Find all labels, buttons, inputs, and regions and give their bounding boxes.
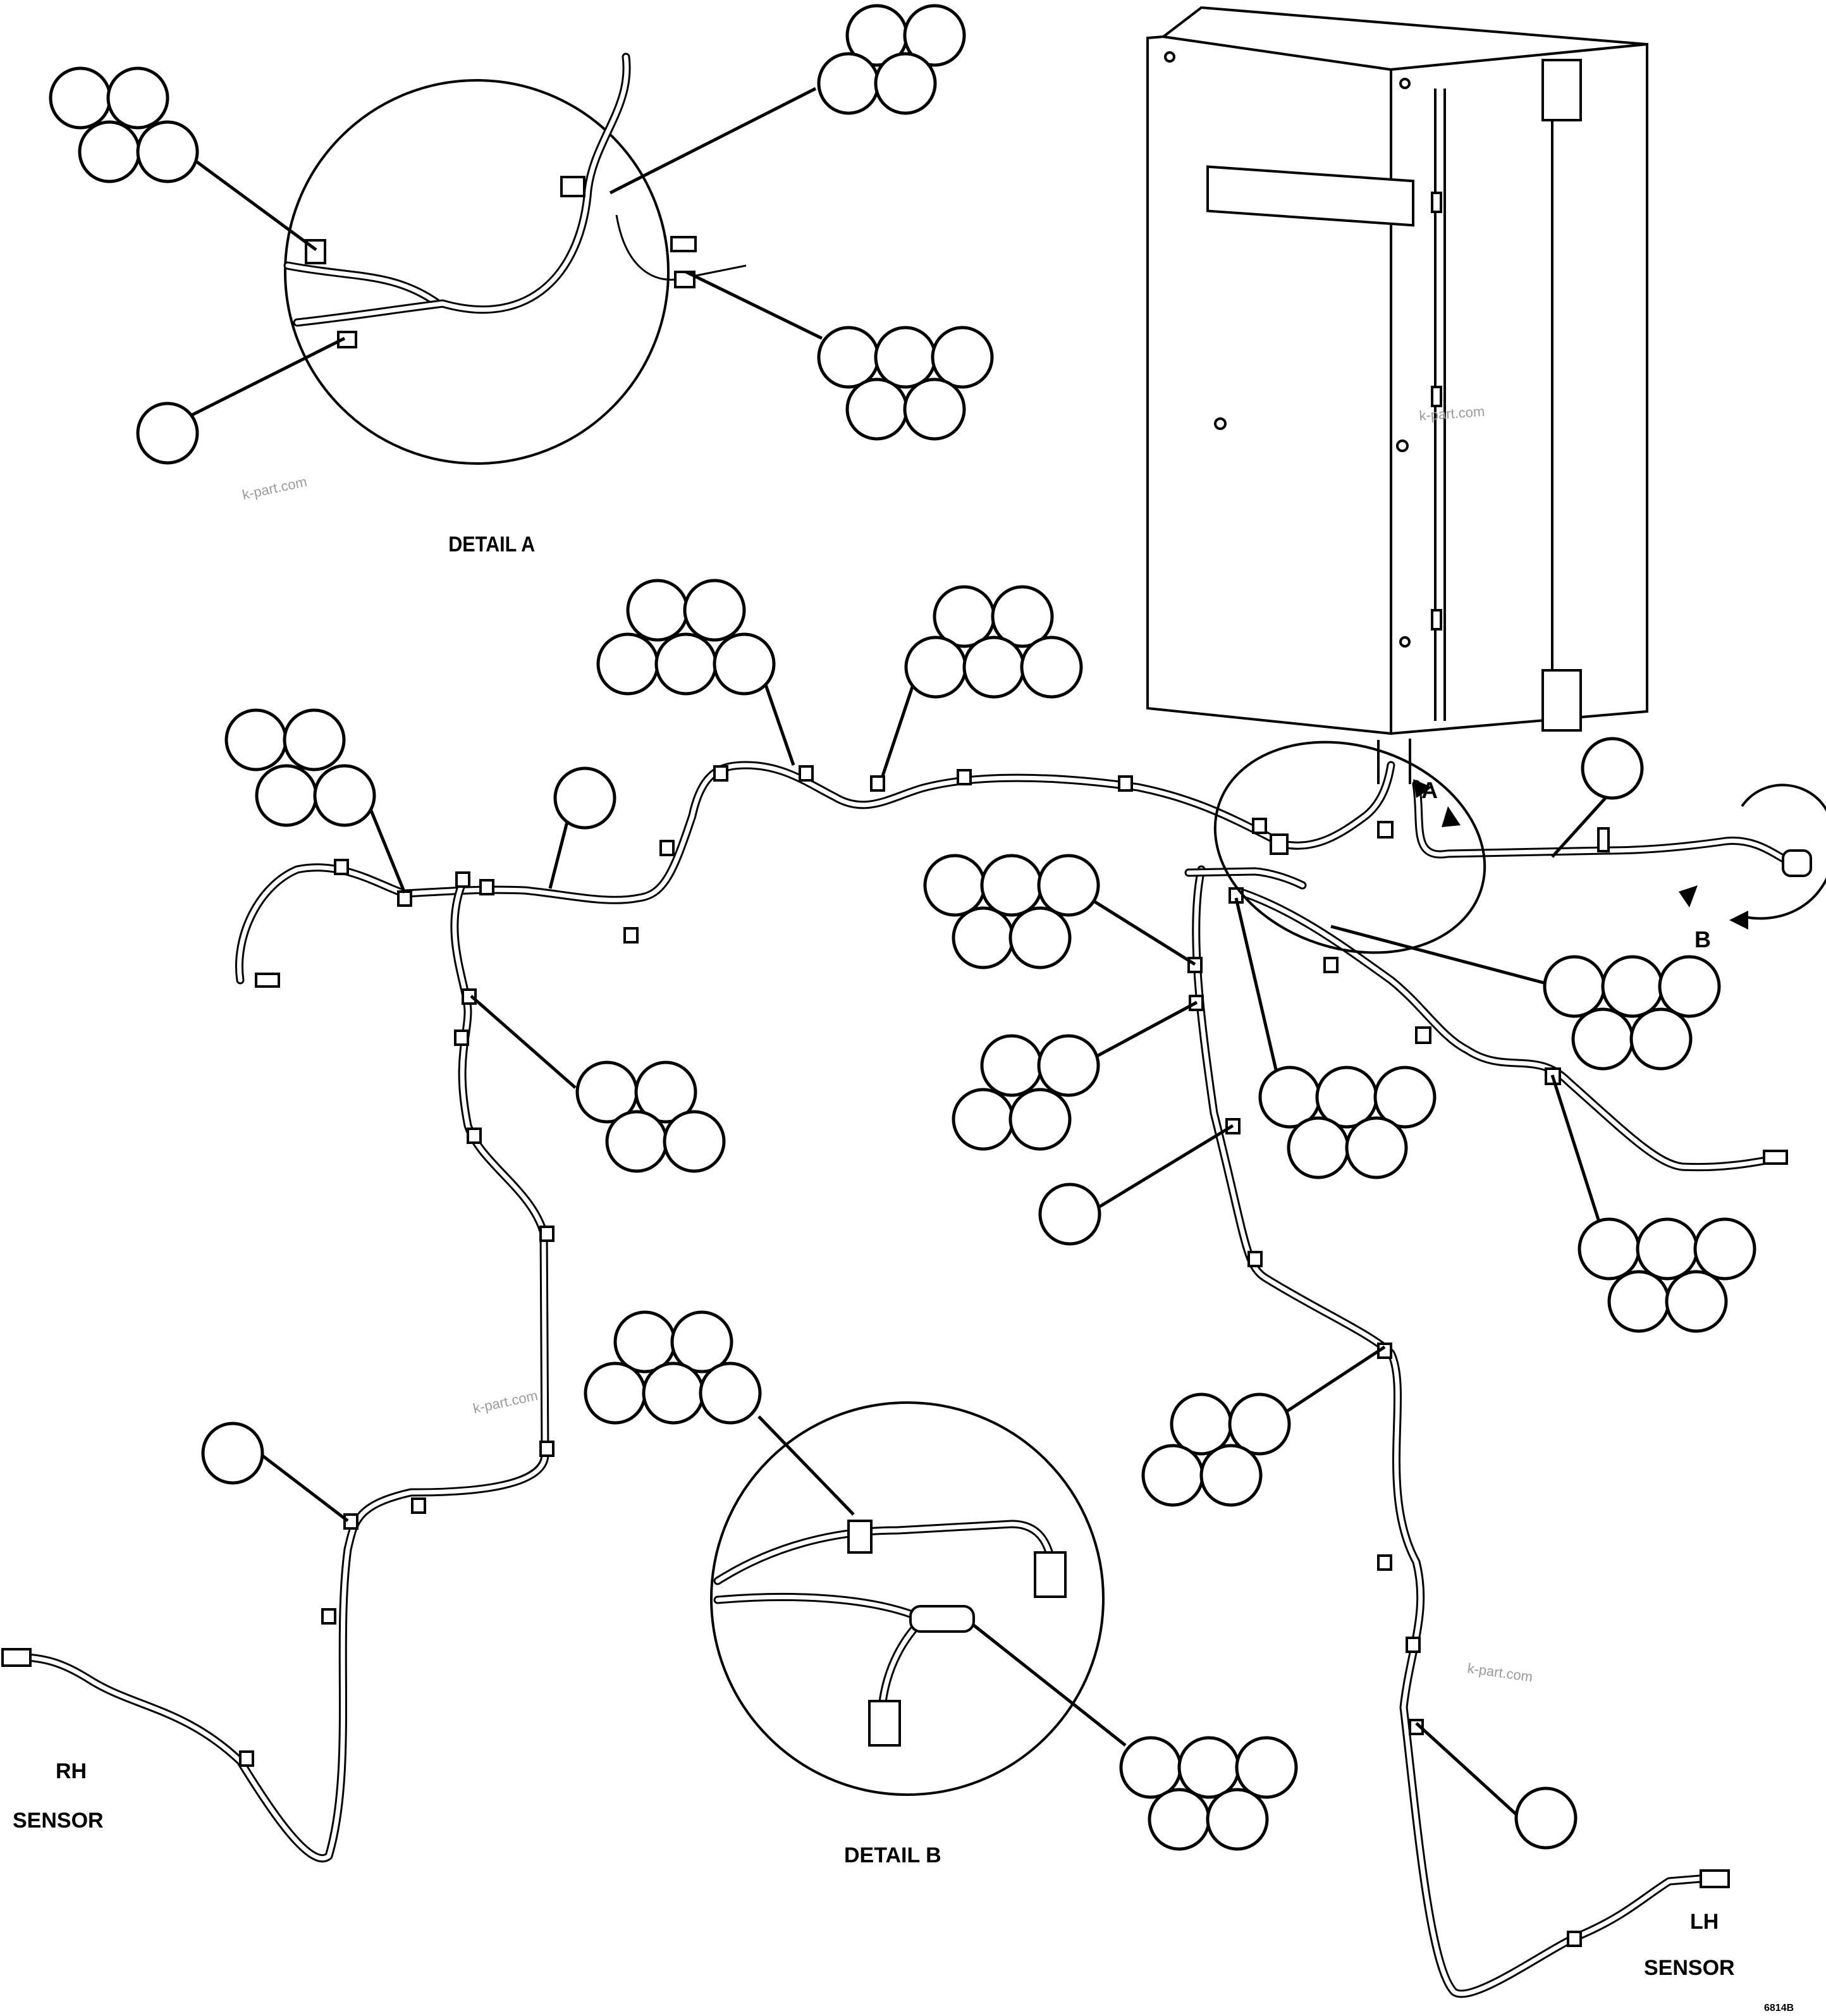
- lh-label: LH: [1690, 1910, 1719, 1934]
- detail-b-reference-arc: [1741, 784, 1826, 920]
- callout-single: [136, 402, 199, 465]
- callout-cluster: [817, 326, 994, 441]
- callout-cluster: [1578, 1217, 1756, 1333]
- callout-cluster: [584, 1310, 762, 1425]
- callout-single: [201, 1422, 264, 1485]
- callout-cluster: [1119, 1736, 1298, 1851]
- callout-cluster: [952, 1034, 1100, 1151]
- rh-sensor-label: SENSOR: [13, 1809, 104, 1833]
- callout-cluster: [575, 1060, 726, 1173]
- lh-sensor-label: SENSOR: [1644, 1956, 1735, 1980]
- callout-cluster: [1543, 955, 1721, 1071]
- callout-cluster: [904, 585, 1083, 699]
- callout-cluster: [817, 4, 966, 115]
- callout-cluster: [596, 579, 776, 696]
- callout-cluster: [224, 708, 376, 827]
- leader-lines: [188, 87, 1614, 1822]
- view-a-label: A: [1421, 777, 1438, 803]
- watermark: k-part.com: [1466, 1660, 1533, 1685]
- detail-b-view: [710, 1401, 1105, 1796]
- view-arrows: [1413, 779, 1748, 930]
- view-b-label: B: [1694, 926, 1711, 952]
- detail-a-view: [283, 52, 747, 465]
- electrical-cabinet: [1146, 6, 1648, 784]
- callout-single: [1581, 737, 1644, 800]
- callout-single: [1038, 1183, 1101, 1246]
- drawing-number: 6814B: [1764, 2003, 1794, 2013]
- callout-cluster: [923, 854, 1100, 969]
- callout-cluster: [1141, 1392, 1291, 1507]
- detail-a-caption: DETAIL A: [448, 532, 535, 556]
- detail-b-caption: DETAIL B: [844, 1843, 941, 1867]
- rh-label: RH: [56, 1759, 87, 1783]
- watermark: k-part.com: [472, 1387, 539, 1417]
- watermark: k-part.com: [241, 474, 309, 503]
- callout-single: [553, 766, 616, 830]
- callout-cluster: [1258, 1066, 1437, 1179]
- callout-balloons: [49, 4, 1756, 1851]
- detail-a-reference-ellipse: [1213, 741, 1486, 954]
- callout-single: [1514, 1786, 1578, 1850]
- callout-cluster: [49, 66, 199, 183]
